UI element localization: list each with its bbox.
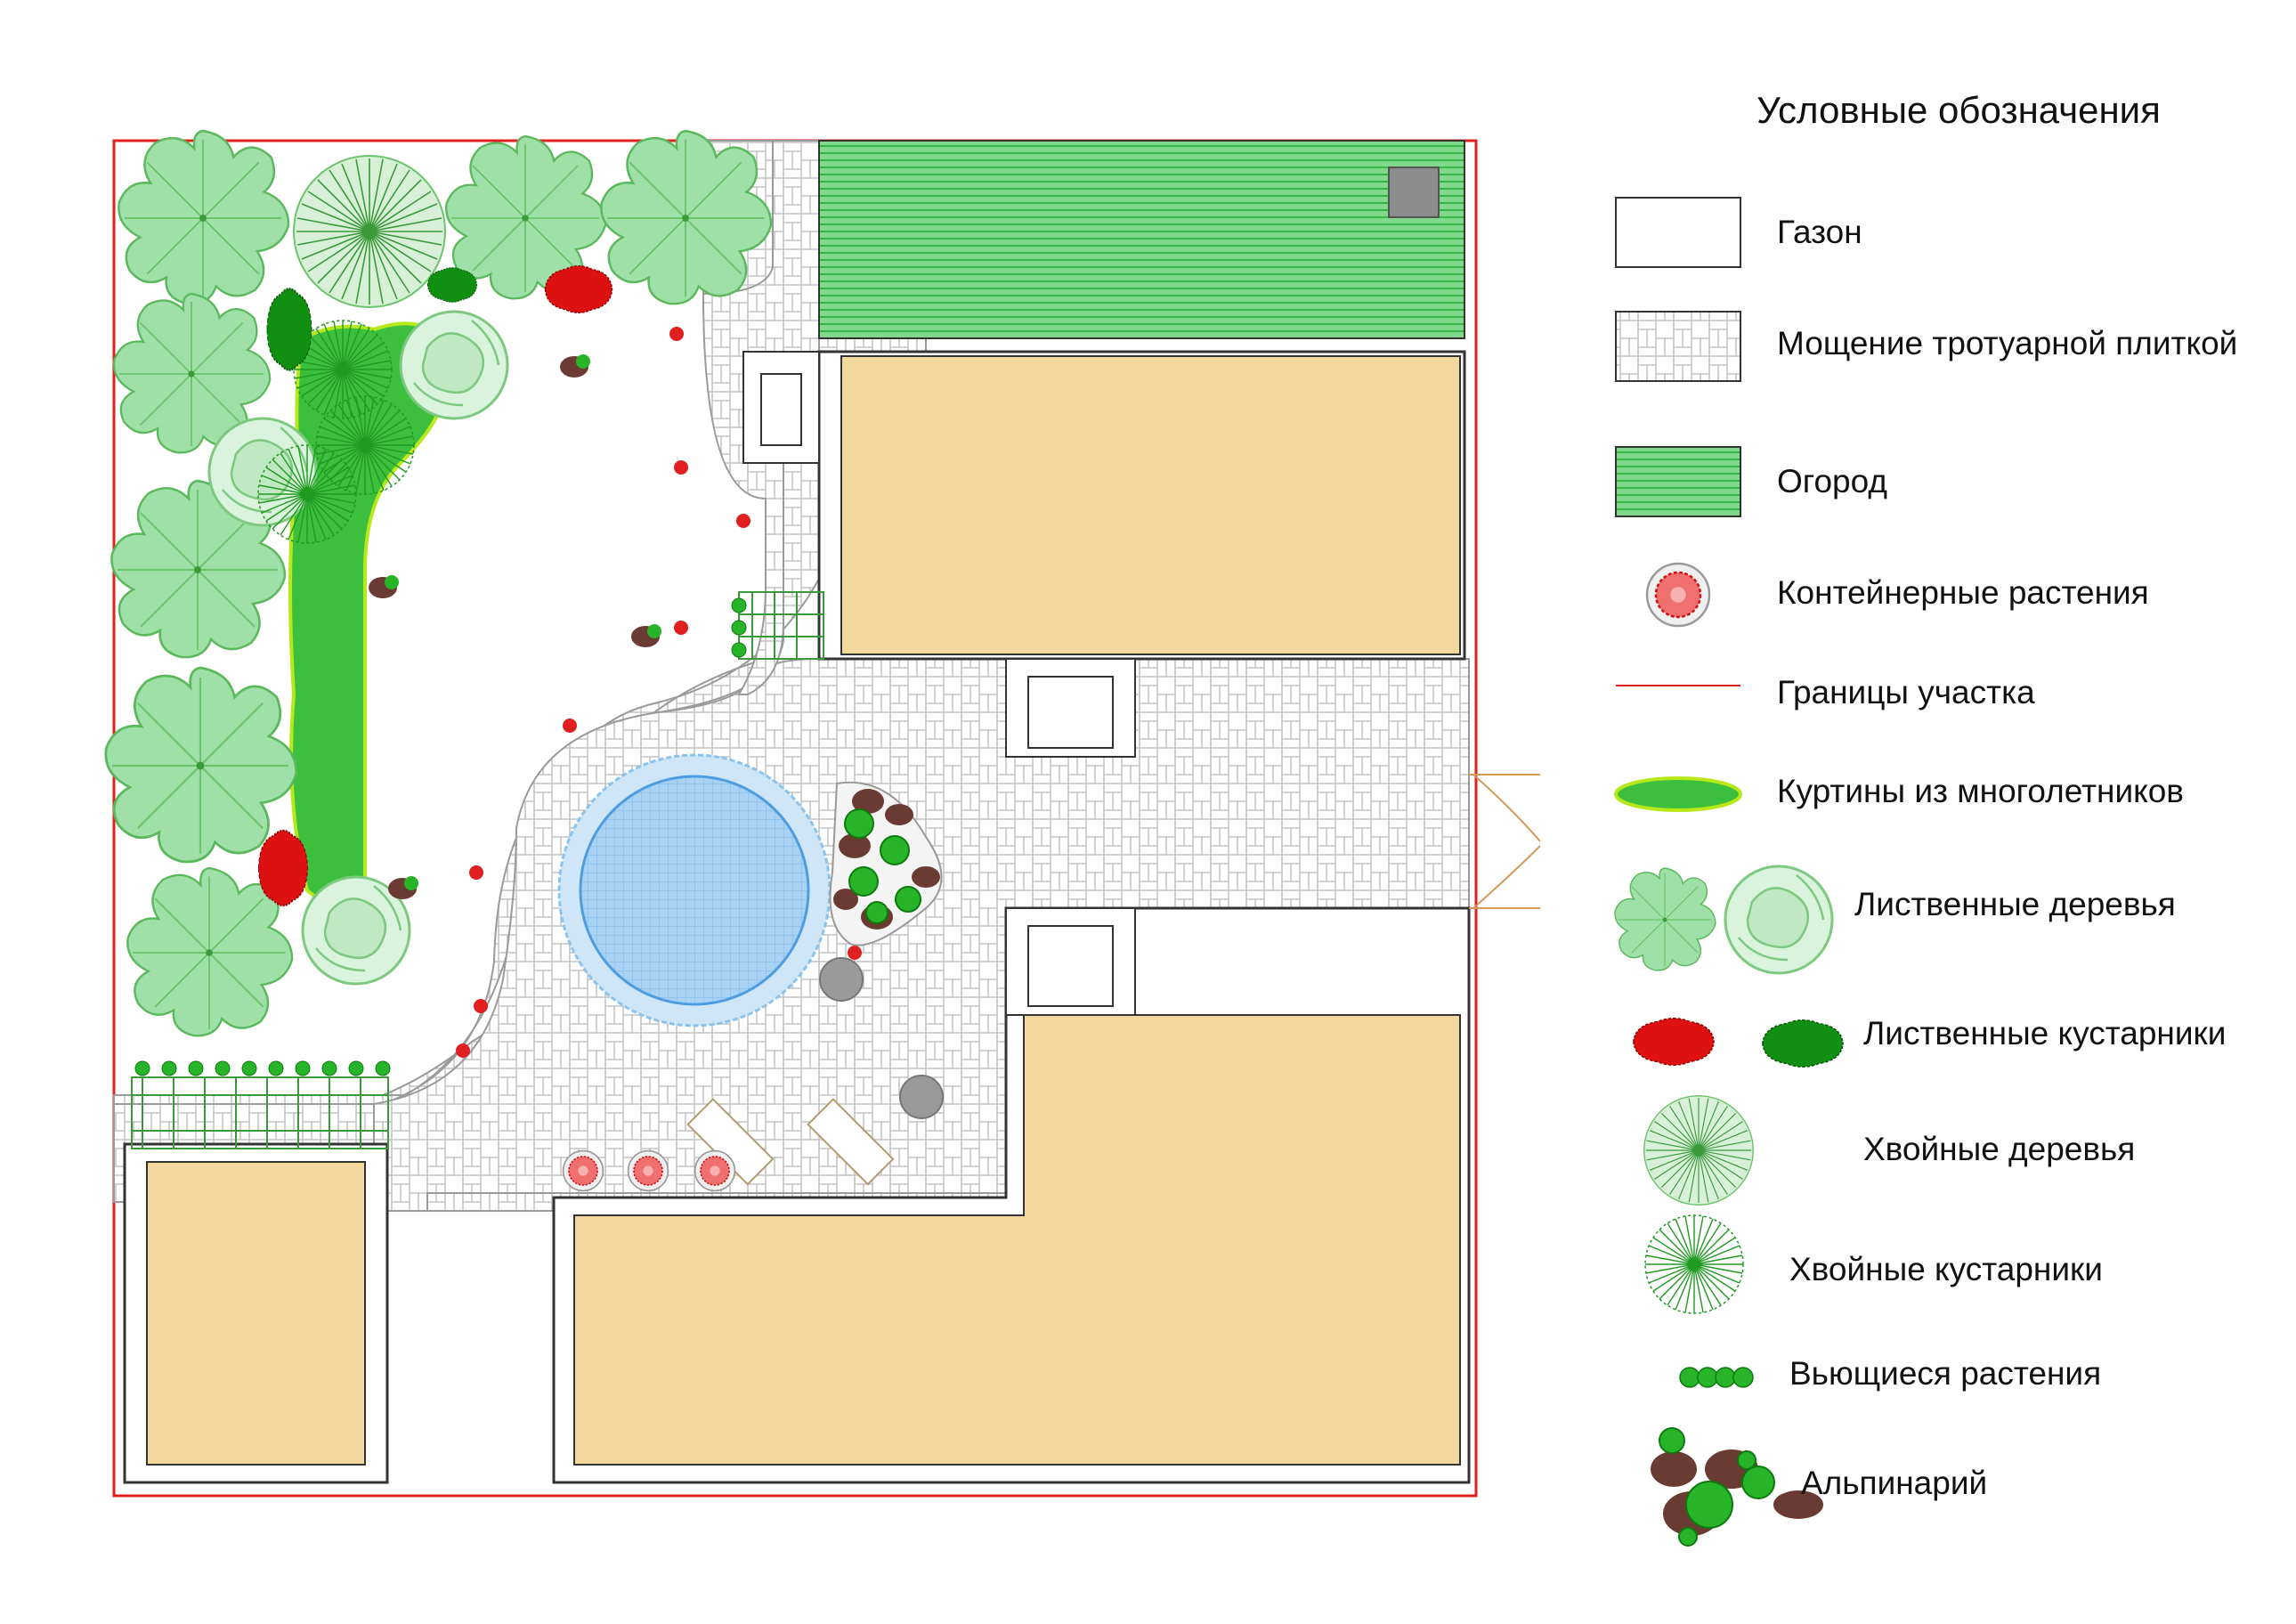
legend-label-vegetable-garden: Огород (1777, 463, 1887, 499)
container-plant (562, 1149, 604, 1192)
side-gate (1469, 774, 1541, 909)
legend-label-site-boundary: Границы участка (1777, 674, 2035, 710)
garden-table (819, 957, 864, 1002)
garden-shed (1388, 166, 1440, 218)
deciduous-shrub-green (426, 267, 478, 303)
deciduous-tree (104, 666, 298, 864)
legend-deciduous-tree-icon (1614, 867, 1716, 971)
conifer-tree (293, 155, 446, 308)
legend-deciduous-tree-light-icon (1724, 865, 1834, 975)
container-plant (694, 1149, 736, 1192)
vegetable-garden (818, 140, 1465, 339)
legend-label-deciduous-trees: Лиственные деревья (1854, 886, 2176, 922)
deciduous-tree-light (399, 310, 509, 420)
house-lower (552, 906, 1471, 1484)
deciduous-shrub-red (257, 829, 309, 907)
flower-dots (456, 327, 862, 1058)
sauna-building (123, 1142, 389, 1484)
deciduous-tree (118, 129, 290, 305)
legend-label-deciduous-shrubs: Лиственные кустарники (1863, 1015, 2227, 1052)
legend-label-container-plants: Контейнерные растения (1777, 574, 2149, 611)
garden-table (899, 1075, 944, 1119)
legend-label-conifer-trees: Хвойные деревья (1863, 1131, 2136, 1167)
house-main (742, 350, 1466, 758)
legend-conifer-shrub-icon (1644, 1214, 1744, 1314)
legend-climbing-icon (1679, 1367, 1754, 1388)
legend-perennial-icon (1614, 776, 1742, 812)
conifer-shrub (257, 444, 357, 544)
legend-label-rock-garden: Альпинарий (1801, 1465, 1988, 1501)
legend-shrub-red-icon (1633, 1017, 1715, 1067)
deciduous-shrub-green (265, 288, 313, 371)
legend-shrub-green-icon (1762, 1019, 1844, 1068)
legend-label-conifer-shrubs: Хвойные кустарники (1789, 1251, 2103, 1287)
legend-conifer-tree-icon (1643, 1095, 1754, 1206)
legend-label-paving: Мощение тротуарной плиткой (1777, 325, 2238, 361)
sun-loungers (686, 1098, 895, 1186)
deciduous-shrub-red (544, 265, 613, 313)
legend-label-climbing-plants: Вьющиеся растения (1789, 1355, 2102, 1392)
deciduous-tree (600, 129, 773, 305)
pergola-left (131, 1060, 391, 1149)
rock-garden (829, 781, 943, 946)
container-plant (627, 1149, 669, 1192)
legend-lawn-swatch (1615, 197, 1741, 268)
legend-label-perennial-beds: Куртины из многолетников (1777, 773, 2184, 809)
legend-container-icon (1645, 562, 1711, 628)
legend-title: Условные обозначения (1756, 89, 2161, 131)
legend-paving-swatch (1615, 311, 1741, 382)
pergola-right (731, 591, 824, 660)
legend-vegetable-swatch (1615, 446, 1741, 517)
deciduous-tree-light (207, 417, 318, 527)
legend-symbols (1614, 197, 1844, 1547)
swimming-pool (557, 753, 832, 1027)
legend-label-lawn: Газон (1777, 214, 1862, 250)
legend-rock-garden-icon (1651, 1427, 1823, 1547)
